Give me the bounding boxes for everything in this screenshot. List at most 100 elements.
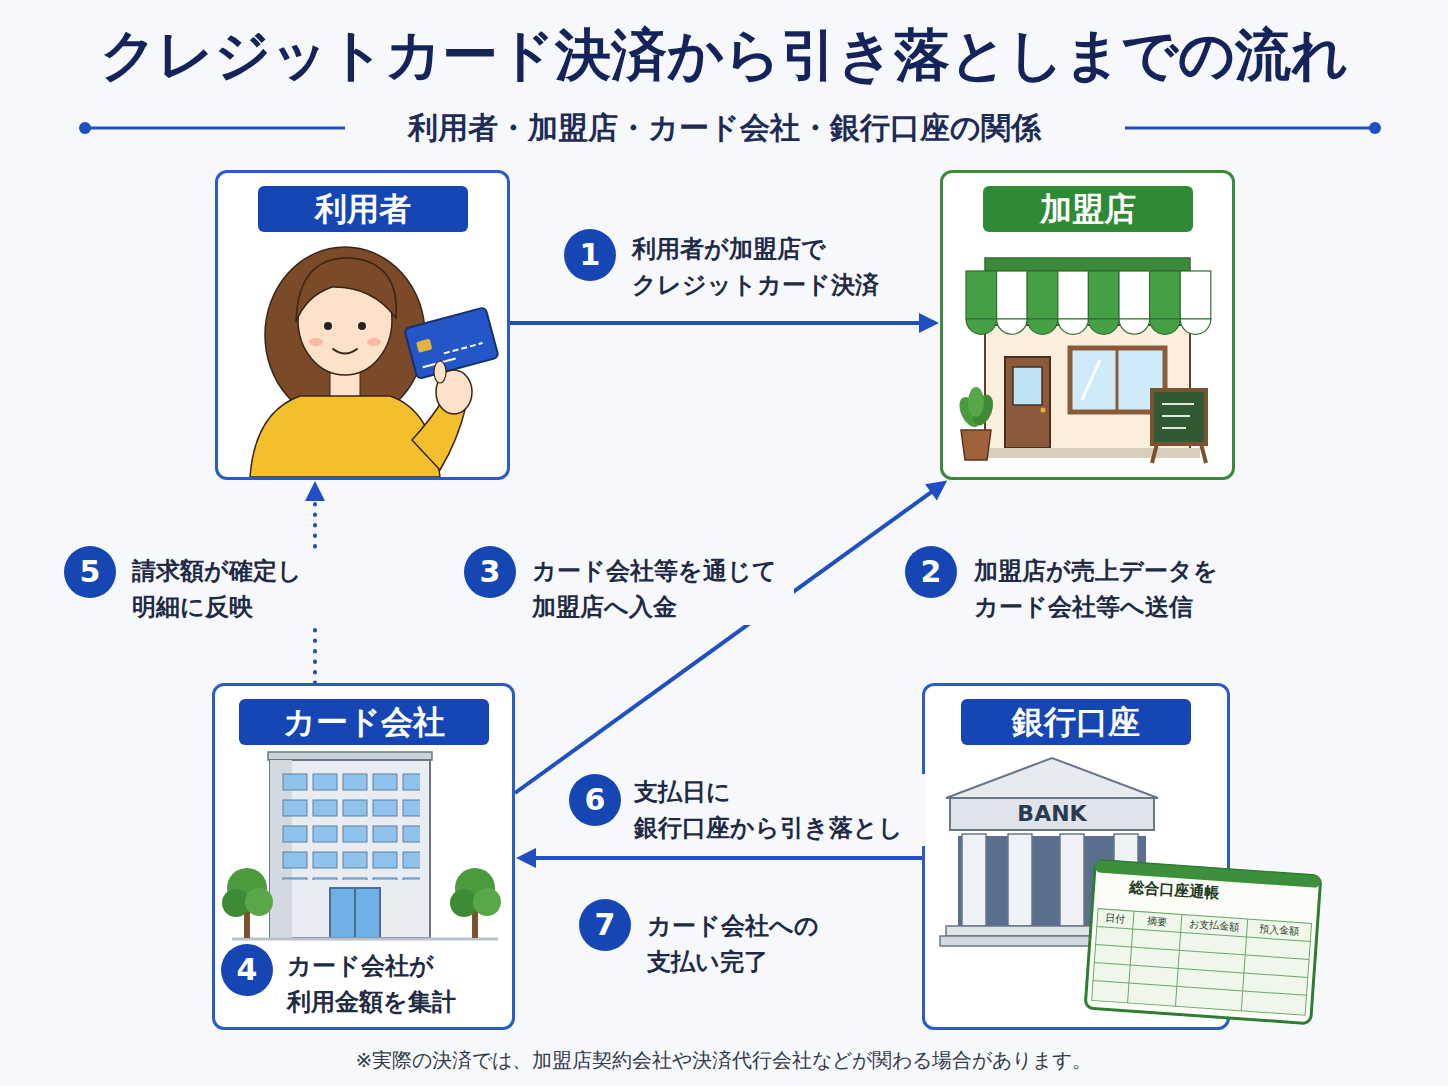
heading-pill: カード会社 [239, 699, 489, 745]
office-building-part [330, 888, 380, 938]
subtitle-rule-part [1125, 127, 1375, 130]
shop-figure-part [966, 271, 1211, 334]
shop-figure-part [1041, 408, 1046, 413]
shop-figure-part-part [997, 271, 1028, 319]
woman-figure-part [309, 338, 323, 346]
flow-arrow [510, 321, 928, 325]
step-text: 支払日に 銀行口座から引き落とし [632, 774, 926, 846]
woman-figure-part [250, 396, 440, 477]
shop-figure-part [1162, 427, 1186, 429]
passbook: 総合口座通帳日付摘要お支払金額預入金額 [1083, 858, 1323, 1026]
shop-figure-part [985, 258, 1190, 271]
entity-box: 加盟店 [940, 170, 1235, 480]
passbook-drawing-part [1096, 945, 1309, 960]
office-building-part [280, 770, 420, 880]
passbook-drawing-part [1175, 914, 1181, 1006]
shop-figure-part-part [966, 319, 997, 334]
shop-figure-part-part [966, 271, 997, 319]
shop-figure-part-part [1150, 319, 1181, 334]
bank-building-part [1008, 834, 1032, 926]
shop-figure-part-part [1119, 271, 1150, 319]
shop-figure-part-part [1119, 319, 1150, 334]
woman-figure-part [404, 307, 499, 379]
shop-figure-part [1162, 403, 1194, 405]
callout-number: 6 [569, 774, 621, 826]
office-building-part [354, 888, 356, 938]
body-text: カード会社が 利用金額を集計 [287, 948, 487, 1020]
subtitle: 利用者・加盟店・カード会社・銀行口座の関係 [0, 108, 1448, 148]
box-ground-part [940, 170, 1235, 480]
shop-figure-part [961, 430, 991, 460]
shop-figure-part-part [997, 319, 1028, 334]
woman-figure [250, 247, 499, 477]
passbook-drawing-part [1128, 911, 1134, 1003]
step-text: カード会社等を通じて 加盟店へ入金 [530, 553, 794, 625]
step-text: 加盟店が売上データを カード会社等へ送信 [972, 553, 1236, 625]
shop-figure-part [1005, 357, 1050, 448]
woman-figure-part [333, 349, 357, 354]
woman-figure-part [296, 258, 396, 322]
shop-figure-part [1116, 348, 1119, 412]
woman-figure-part [324, 322, 332, 330]
shop-figure-part-part [1027, 271, 1058, 319]
shop-figure-part-part [1150, 271, 1181, 319]
callout-number: 5 [64, 546, 116, 598]
shop-figure-part-part [1027, 319, 1058, 334]
heading-pill: 銀行口座 [961, 699, 1191, 745]
office-building-part [245, 888, 273, 916]
passbook-drawing-part [1085, 860, 1321, 1023]
subtitle-rule-part [79, 122, 91, 134]
shop-figure-part-part [1058, 319, 1089, 334]
shop-figure-part [975, 448, 1200, 458]
office-building [222, 752, 501, 939]
subtitle-rule-part [1369, 122, 1381, 134]
passbook-drawing-part [1092, 909, 1312, 1016]
callout-number: 4 [221, 944, 273, 996]
bank-building-part [962, 834, 986, 926]
woman-figure-part-part [444, 343, 483, 353]
office-building-part [268, 752, 432, 760]
woman-figure-part-part [416, 339, 432, 353]
table-header: 日付 [1097, 911, 1134, 927]
passbook-drawing-part [1241, 919, 1247, 1011]
heading-pill: 利用者 [258, 186, 468, 232]
passbook-drawing-part [1093, 980, 1306, 995]
shop-figure-part-part [1058, 271, 1089, 319]
bank-building-part [950, 798, 1154, 830]
step-text: 利用者が加盟店で クレジットカード決済 [630, 231, 904, 303]
subtitle-rule-part [85, 127, 345, 130]
shop-figure-part [1152, 390, 1206, 444]
step-text: カード会社への 支払い完了 [645, 908, 839, 980]
shop-figure-part [1162, 415, 1190, 417]
callout-number: 7 [579, 899, 631, 951]
box-ground [212, 170, 1235, 1030]
office-building-part [473, 888, 501, 916]
step-text: 請求額が確定し 明細に反映 [130, 553, 319, 625]
passbook-drawing-part [1094, 962, 1307, 977]
footnote: ※実際の決済では、加盟店契約会社や決済代行会社などが関わる場合があります。 [0, 1046, 1448, 1074]
shop-figure-part-part [1088, 271, 1119, 319]
shop-figure-part-part [1180, 319, 1211, 334]
box-ground-part [215, 170, 510, 480]
woman-figure-part-part [404, 307, 499, 379]
woman-figure-part [434, 361, 446, 383]
shop-figure-part-part [1088, 319, 1119, 334]
flow-arrow [527, 856, 922, 860]
title: クレジットカード決済から引き落としまでの流れ [0, 20, 1448, 90]
shop-figure-part-part [1180, 271, 1211, 319]
shop-figure-part [1013, 367, 1042, 405]
callout-number: 3 [464, 546, 516, 598]
shop-figure-part [1082, 360, 1100, 400]
shop-figure [955, 258, 1211, 463]
heading-pill: 加盟店 [983, 186, 1193, 232]
woman-figure-part [367, 338, 381, 346]
entity-box: 利用者 [215, 170, 510, 480]
office-building-part [232, 938, 498, 941]
bank-building-part [1060, 834, 1084, 926]
woman-figure-part [358, 322, 366, 330]
box-ground-part [212, 683, 515, 1030]
office-building-part [270, 760, 430, 938]
flow-arrow [515, 487, 938, 793]
callout-number: 2 [905, 546, 957, 598]
